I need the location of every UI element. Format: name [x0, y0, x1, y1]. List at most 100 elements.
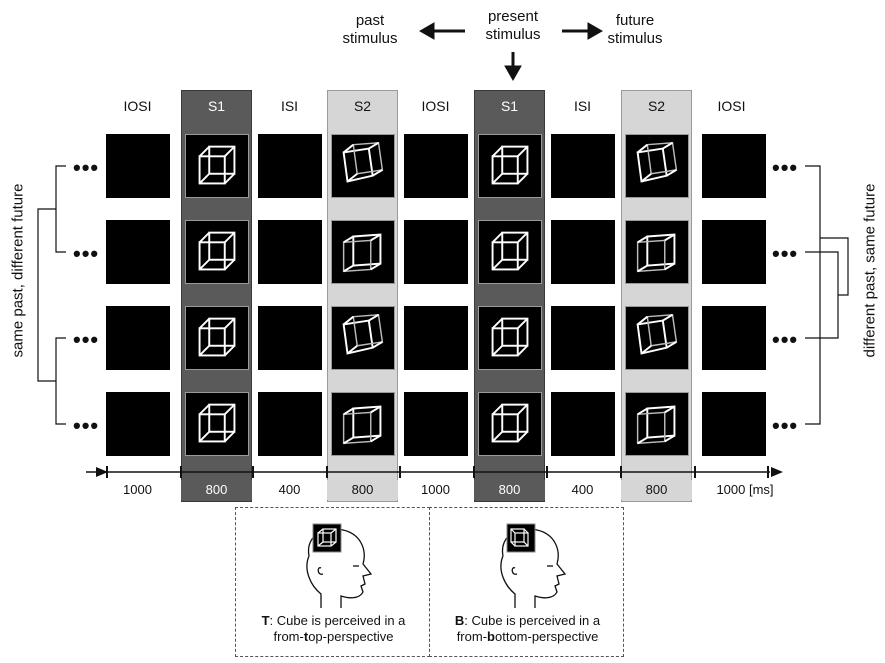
duration-2: 800: [181, 480, 252, 500]
small-cube-bottom-icon: [510, 528, 529, 547]
present-label-line2: stimulus: [485, 26, 541, 43]
col-header-7: ISI: [573, 98, 592, 114]
necker-cube-icon: [491, 317, 529, 357]
cube-stimulus: [625, 220, 689, 284]
cube-stimulus: [331, 134, 395, 198]
blank-screen: [106, 306, 170, 370]
small-cube-top-icon: [317, 528, 337, 547]
top-arrows: [418, 22, 604, 82]
necker-cube-icon: [198, 145, 236, 185]
past-label-line2: stimulus: [342, 30, 398, 47]
blank-screen: [106, 134, 170, 198]
caption-top-line2-bold: t: [303, 629, 309, 644]
present-stimulus-label: present stimulus: [468, 8, 558, 44]
cube-stimulus: [625, 392, 689, 456]
tick-9: [767, 466, 769, 478]
right-bracket-label: different past, same future: [861, 183, 879, 358]
duration-9-value: 1000: [716, 482, 746, 497]
future-label-line1: future: [615, 12, 655, 29]
panel-bottom-perspective: B: Cube is perceived in a from-bottom-pe…: [429, 507, 624, 657]
panel-top-perspective: T: Cube is perceived in a from-top-persp…: [235, 507, 430, 657]
necker-cube-icon: [491, 403, 529, 443]
tick-0: [106, 466, 108, 478]
cube-stimulus: [625, 134, 689, 198]
blank-screen: [404, 392, 468, 456]
necker-cube-icon: [636, 233, 676, 273]
duration-8: 800: [621, 480, 692, 500]
tick-4: [399, 466, 401, 478]
blank-screen: [404, 220, 468, 284]
caption-top-line2-post: op-perspective: [308, 629, 394, 644]
blank-screen: [258, 306, 322, 370]
timeline-end-arrow-icon: [771, 467, 783, 477]
cube-stimulus: [625, 306, 689, 370]
timeline-axis: [86, 467, 783, 477]
caption-top-line2-pre: from-: [273, 629, 304, 644]
future-stimulus-label: future stimulus: [590, 12, 680, 48]
cube-stimulus: [185, 392, 249, 456]
necker-cube-icon: [198, 403, 236, 443]
col-header-2: S1: [207, 98, 226, 114]
caption-top-line1: : Cube is perceived in a: [269, 613, 406, 628]
cube-stimulus: [331, 392, 395, 456]
duration-7: 400: [571, 482, 594, 497]
future-label-line2: stimulus: [607, 30, 663, 47]
present-label-line1: present: [487, 8, 539, 25]
head-profile-icon: [500, 523, 567, 608]
cube-stimulus: [478, 220, 542, 284]
blank-screen: [702, 134, 766, 198]
tick-1: [180, 466, 182, 478]
blank-screen: [702, 220, 766, 284]
necker-cube-icon: [636, 405, 676, 445]
duration-3: 400: [278, 482, 301, 497]
necker-cube-icon: [491, 231, 529, 271]
col-header-4: S2: [353, 98, 372, 114]
col-header-5: IOSI: [421, 98, 450, 114]
tick-6: [546, 466, 548, 478]
brackets: [37, 165, 849, 425]
cube-stimulus: [478, 134, 542, 198]
tick-3: [326, 466, 328, 478]
blank-screen: [551, 134, 615, 198]
head-profile-icon: [306, 523, 373, 608]
down-arrow-icon: [504, 65, 522, 82]
duration-9: 1000 [ms]: [700, 480, 790, 500]
necker-cube-icon: [342, 313, 384, 355]
cube-stimulus: [331, 220, 395, 284]
caption-bottom-line1: : Cube is perceived in a: [464, 613, 601, 628]
past-label-line1: past: [355, 12, 385, 29]
col-header-9: IOSI: [717, 98, 746, 114]
past-stimulus-label: past stimulus: [330, 12, 410, 48]
blank-screen: [106, 392, 170, 456]
blank-screen: [258, 220, 322, 284]
necker-cube-icon: [198, 317, 236, 357]
time-unit: [ms]: [748, 482, 774, 497]
caption-bottom-line2-pre: from-: [456, 629, 488, 644]
necker-cube-icon: [636, 141, 678, 183]
necker-cube-icon: [198, 231, 236, 271]
caption-top: T: Cube is perceived in a from-top-persp…: [236, 613, 431, 645]
cube-stimulus: [185, 134, 249, 198]
cube-stimulus: [478, 392, 542, 456]
duration-4: 800: [327, 480, 398, 500]
blank-screen: [551, 392, 615, 456]
cube-stimulus: [185, 306, 249, 370]
caption-bottom: B: Cube is perceived in a from-bottom-pe…: [430, 613, 625, 645]
right-arrow-icon: [587, 22, 604, 40]
caption-top-bold: T: [261, 613, 270, 628]
blank-screen: [551, 220, 615, 284]
necker-cube-icon: [342, 233, 382, 273]
blank-screen: [404, 134, 468, 198]
caption-bottom-line2-post: ottom-perspective: [494, 629, 599, 644]
blank-screen: [702, 306, 766, 370]
necker-cube-icon: [342, 141, 384, 183]
cube-stimulus: [331, 306, 395, 370]
cube-stimulus: [185, 220, 249, 284]
duration-1: 1000: [123, 482, 152, 497]
tick-5: [473, 466, 475, 478]
col-header-1: IOSI: [123, 98, 152, 114]
necker-cube-icon: [636, 313, 678, 355]
left-bracket-label: same past, different future: [9, 183, 27, 358]
blank-screen: [404, 306, 468, 370]
blank-screen: [258, 134, 322, 198]
